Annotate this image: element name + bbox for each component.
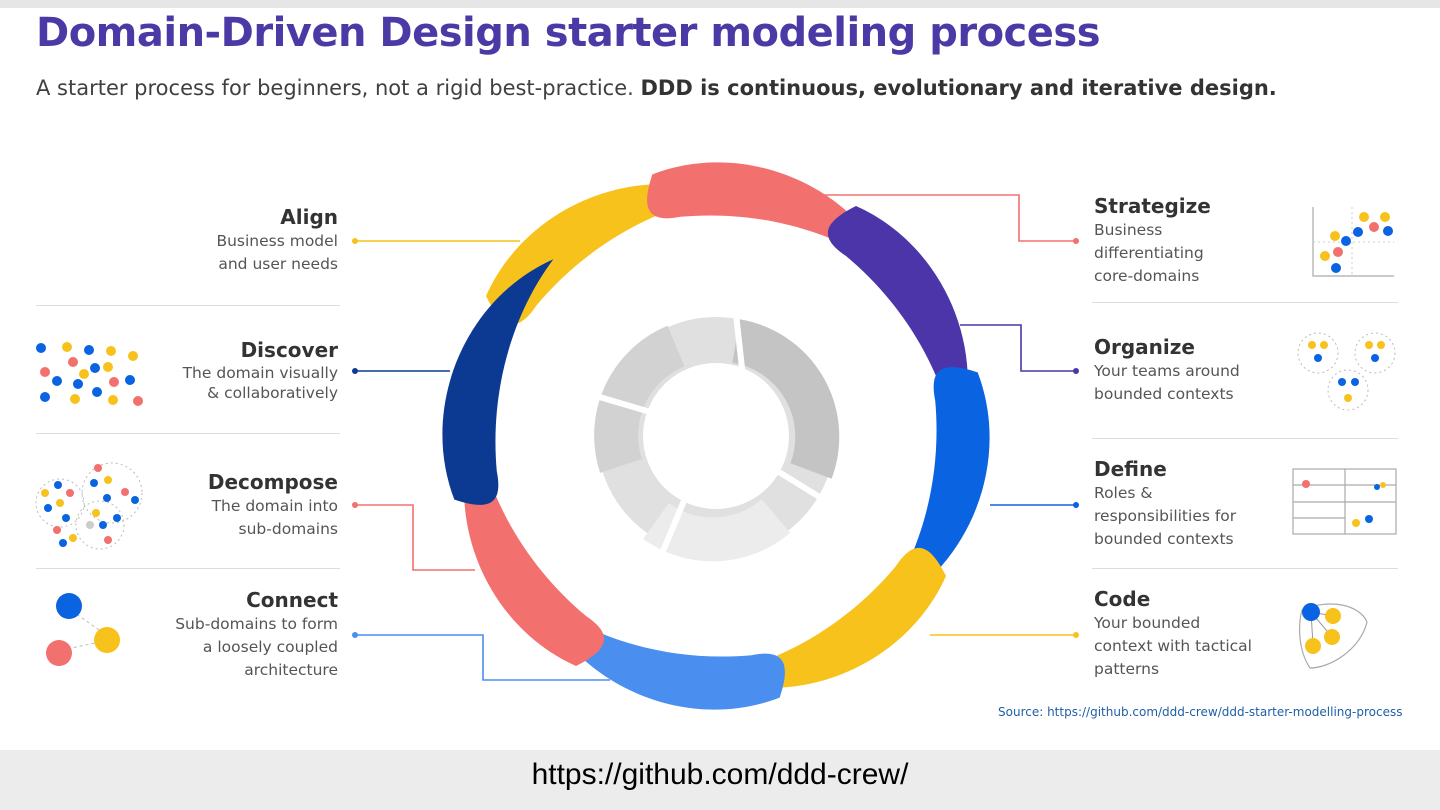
connector-decompose: [355, 505, 475, 570]
divider: [1092, 438, 1398, 439]
step-strategize-title: Strategize: [1094, 193, 1284, 219]
step-code-desc: Your bounded context with tactical patte…: [1094, 612, 1284, 681]
divider: [36, 568, 340, 569]
divider: [1092, 568, 1398, 569]
step-organize: Organize Your teams around bounded conte…: [1094, 334, 1284, 406]
footer-url[interactable]: https://github.com/ddd-crew/: [0, 758, 1440, 792]
code-illustration: [1300, 603, 1367, 668]
step-organize-title: Organize: [1094, 334, 1284, 360]
step-connect-title: Connect: [38, 587, 338, 613]
step-define-desc: Roles & responsibilities for bounded con…: [1094, 482, 1284, 551]
step-discover: Discover The domain visually & collabora…: [38, 337, 338, 403]
swirl: [375, 95, 1056, 750]
divider: [36, 433, 340, 434]
step-connect-desc: Sub-domains to form a loosely coupled ar…: [38, 613, 338, 682]
step-discover-title: Discover: [38, 337, 338, 363]
step-code-title: Code: [1094, 586, 1284, 612]
step-decompose-desc: The domain into sub-domains: [38, 495, 338, 541]
define-illustration: [1293, 469, 1396, 534]
divider: [1092, 302, 1398, 303]
strategize-illustration: [1313, 207, 1394, 276]
organize-illustration: [1298, 333, 1395, 410]
step-decompose-title: Decompose: [38, 469, 338, 495]
step-discover-desc: The domain visually & collaboratively: [38, 363, 338, 403]
step-define-title: Define: [1094, 456, 1284, 482]
step-organize-desc: Your teams around bounded contexts: [1094, 360, 1284, 406]
source-link[interactable]: Source: https://github.com/ddd-crew/ddd-…: [998, 705, 1402, 719]
step-connect: Connect Sub-domains to form a loosely co…: [38, 587, 338, 682]
step-strategize-desc: Business differentiating core-domains: [1094, 219, 1284, 288]
connector-organize: [960, 325, 1076, 371]
step-align-desc: Business model and user needs: [38, 230, 338, 276]
step-define: Define Roles & responsibilities for boun…: [1094, 456, 1284, 551]
step-align: Align Business model and user needs: [38, 204, 338, 276]
step-strategize: Strategize Business differentiating core…: [1094, 193, 1284, 288]
step-decompose: Decompose The domain into sub-domains: [38, 469, 338, 541]
inner-cycle: [596, 296, 834, 556]
divider: [36, 305, 340, 306]
petal-discover: [375, 251, 644, 520]
step-code: Code Your bounded context with tactical …: [1094, 586, 1284, 681]
step-align-title: Align: [38, 204, 338, 230]
